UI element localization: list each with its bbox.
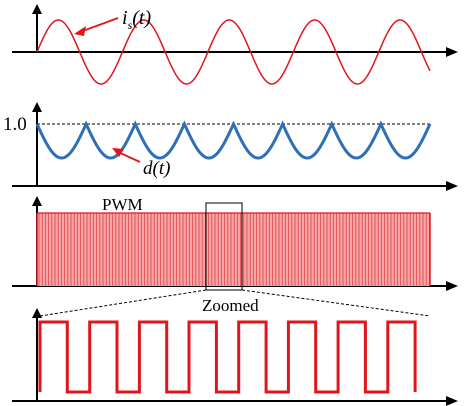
zoom-region-box [205,202,243,291]
duty-y-arrowhead [32,102,42,112]
duty-label-pointer-head [112,148,124,157]
pwm-fill [37,213,430,286]
panel-current: is(t) [12,4,458,85]
duty-tick-label: 1.0 [3,114,27,135]
pwm-x-arrowhead [446,281,458,291]
zoom-connector-right [241,289,431,317]
current-x-arrowhead [446,47,458,57]
current-label-pointer [79,17,119,33]
current-label-main: i [122,7,128,29]
duty-label: d(t) [143,158,170,179]
duty-x-arrowhead [446,181,458,191]
panel-zoomed [12,308,458,406]
current-label-tail: (t) [132,7,151,29]
current-label: is(t) [122,7,151,32]
zoomed-x-arrowhead [446,396,458,406]
duty-label-pointer [117,151,141,163]
zoom-connector-left [39,289,207,317]
current-label-pointer-head [74,26,86,36]
current-waveform [36,19,431,85]
zoomed-y-arrowhead [32,308,42,318]
pwm-pulse-lines [38,213,430,286]
pwm-label: PWM [102,195,143,214]
panel-duty: 1.0 d(t) [3,102,458,191]
duty-waveform [35,120,432,160]
pwm-y-arrowhead [32,196,42,206]
zoomed-pwm-waveform [38,320,417,394]
panel-pwm: PWM [12,195,458,291]
current-y-arrowhead [32,4,42,14]
current-label-sub: s [128,18,133,32]
zoomed-label: Zoomed [202,296,259,315]
